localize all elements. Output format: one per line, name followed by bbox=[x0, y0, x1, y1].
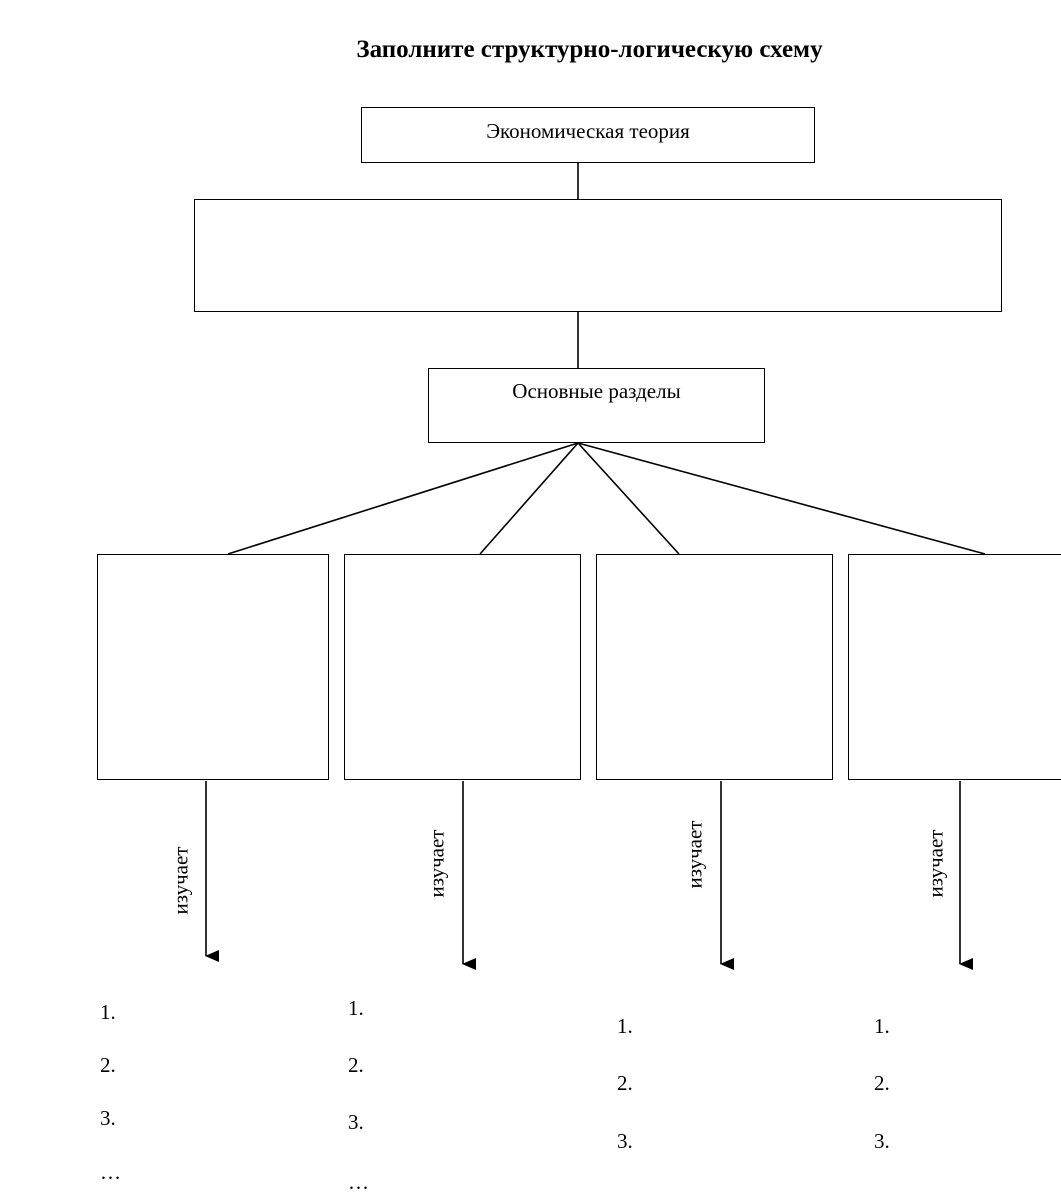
branch-4-verb: изучает bbox=[923, 829, 948, 898]
sections-to-branch-2-line bbox=[479, 442, 579, 555]
branch-1-item-4: … bbox=[100, 1160, 121, 1184]
branch-4-item-2: 2. bbox=[874, 1071, 890, 1095]
branch-3-box[interactable] bbox=[596, 554, 833, 780]
root-box-label: Экономическая теория bbox=[486, 119, 690, 143]
branch-1-item-2: 2. bbox=[100, 1053, 116, 1077]
branch-2-item-2: 2. bbox=[348, 1053, 364, 1077]
branch-1-item-1: 1. bbox=[100, 1000, 116, 1024]
definition-box[interactable] bbox=[194, 199, 1002, 312]
branch-1-box[interactable] bbox=[97, 554, 329, 780]
branch-3-item-3: 3. bbox=[617, 1129, 633, 1153]
branch-4-item-3: 3. bbox=[874, 1129, 890, 1153]
branch-2-verb: изучает bbox=[424, 829, 449, 898]
branch-2-box[interactable] bbox=[344, 554, 581, 780]
sections-box-label: Основные разделы bbox=[512, 379, 681, 403]
branch-1-item-3: 3. bbox=[100, 1106, 116, 1130]
branch-4-item-1: 1. bbox=[874, 1014, 890, 1038]
branch-4-box[interactable] bbox=[848, 554, 1061, 780]
page-title: Заполните структурно-логическую схему bbox=[356, 36, 823, 63]
branch-3-item-2: 2. bbox=[617, 1071, 633, 1095]
root-box: Экономическая теория bbox=[361, 107, 815, 163]
branch-2-item-3: 3. bbox=[348, 1110, 364, 1134]
sections-to-branch-3-line bbox=[577, 442, 680, 555]
sections-to-branch-4-line bbox=[577, 442, 986, 555]
sections-box: Основные разделы bbox=[428, 368, 765, 443]
branch-1-verb: изучает bbox=[168, 846, 193, 915]
branch-2-item-4: … bbox=[348, 1170, 369, 1194]
sections-to-branch-1-line bbox=[227, 442, 579, 555]
branch-2-item-1: 1. bbox=[348, 996, 364, 1020]
branch-3-verb: изучает bbox=[682, 820, 707, 889]
branch-3-item-1: 1. bbox=[617, 1014, 633, 1038]
